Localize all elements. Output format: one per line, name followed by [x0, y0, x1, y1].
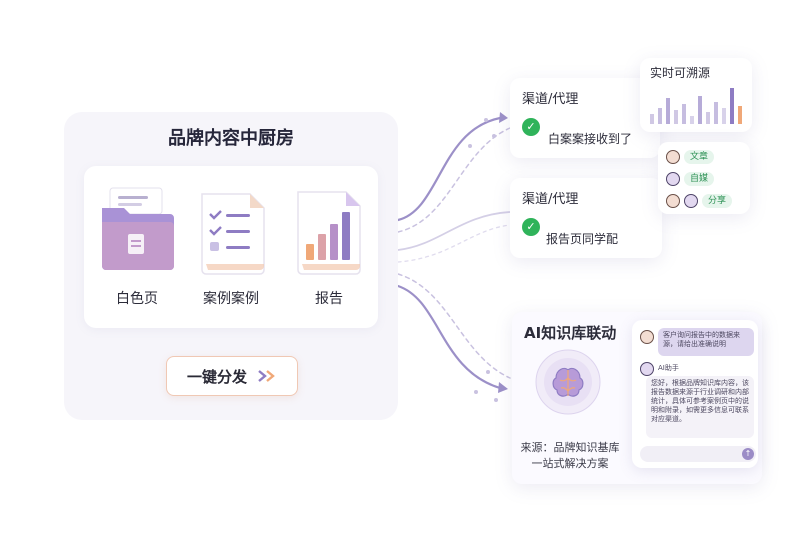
channel-2-title: 渠道/代理 — [522, 192, 579, 207]
item-label-whitepaper: 白色页 — [116, 291, 158, 307]
chat-input[interactable] — [640, 446, 756, 462]
arrowhead-ai — [498, 382, 508, 393]
check-circle-icon: ✓ — [522, 218, 540, 236]
tag-row-2: 自媒 — [666, 172, 715, 186]
assistant-avatar — [640, 362, 654, 376]
assistant-message-bubble: 您好，根据品牌知识库内容，该报告数据来源于行业调研和内部统计，具体可参考案例页中… — [646, 376, 754, 438]
folder-icon — [102, 187, 174, 270]
tag-row-1: 文章 — [666, 150, 715, 164]
avatar — [666, 194, 680, 208]
item-label-report: 报告 — [315, 291, 343, 307]
double-chevron-right-icon — [258, 370, 275, 382]
connector-to-ai — [396, 284, 502, 390]
connector-to-ai-dashed — [397, 273, 511, 379]
send-arrow-icon[interactable]: ↑ — [742, 448, 754, 460]
arrowhead-top — [499, 112, 508, 123]
tag-self-media[interactable]: 自媒 — [684, 172, 715, 186]
tag-share[interactable]: 分享 — [702, 194, 733, 208]
channel-1-status: 白案案接收到了 — [548, 132, 633, 146]
one-click-dispatch-button[interactable]: 一键分发 — [166, 356, 298, 396]
hub-title: 品牌内容中厨房 — [168, 128, 294, 149]
avatar — [666, 172, 680, 186]
connector-to-channel-mid — [397, 211, 511, 251]
user-avatar — [640, 330, 654, 344]
checklist-icon — [201, 193, 265, 275]
avatar — [684, 194, 698, 208]
item-label-case-study: 案例案例 — [203, 291, 259, 307]
channel-2-status: 报告页同学配 — [546, 232, 619, 246]
trace-bar-chart — [650, 88, 742, 124]
connector-to-channel-top — [396, 116, 502, 222]
tag-article[interactable]: 文章 — [684, 150, 715, 164]
connector-to-channel-mid-dashed — [397, 224, 511, 263]
ai-panel-title: AI知识库联动 — [524, 324, 617, 342]
ai-caption-line1: 来源：品牌知识基库 — [520, 441, 620, 454]
check-circle-icon: ✓ — [522, 118, 540, 136]
brain-icon — [535, 349, 601, 415]
tag-row-3: 分享 — [666, 194, 733, 208]
connector-to-channel-top-dashed — [397, 127, 511, 233]
user-message-bubble: 客户询问报告中的数据来源，请给出准确说明 — [658, 328, 754, 356]
traceability-title: 实时可溯源 — [650, 66, 711, 80]
dispatch-button-label: 一键分发 — [186, 367, 247, 386]
channel-1-title: 渠道/代理 — [522, 92, 579, 107]
ai-caption-line2: 一站式解决方案 — [531, 457, 609, 470]
avatar — [666, 150, 680, 164]
assistant-name: AI助手 — [658, 364, 679, 372]
report-chart-icon — [297, 191, 361, 275]
channel-card-2 — [510, 178, 662, 258]
